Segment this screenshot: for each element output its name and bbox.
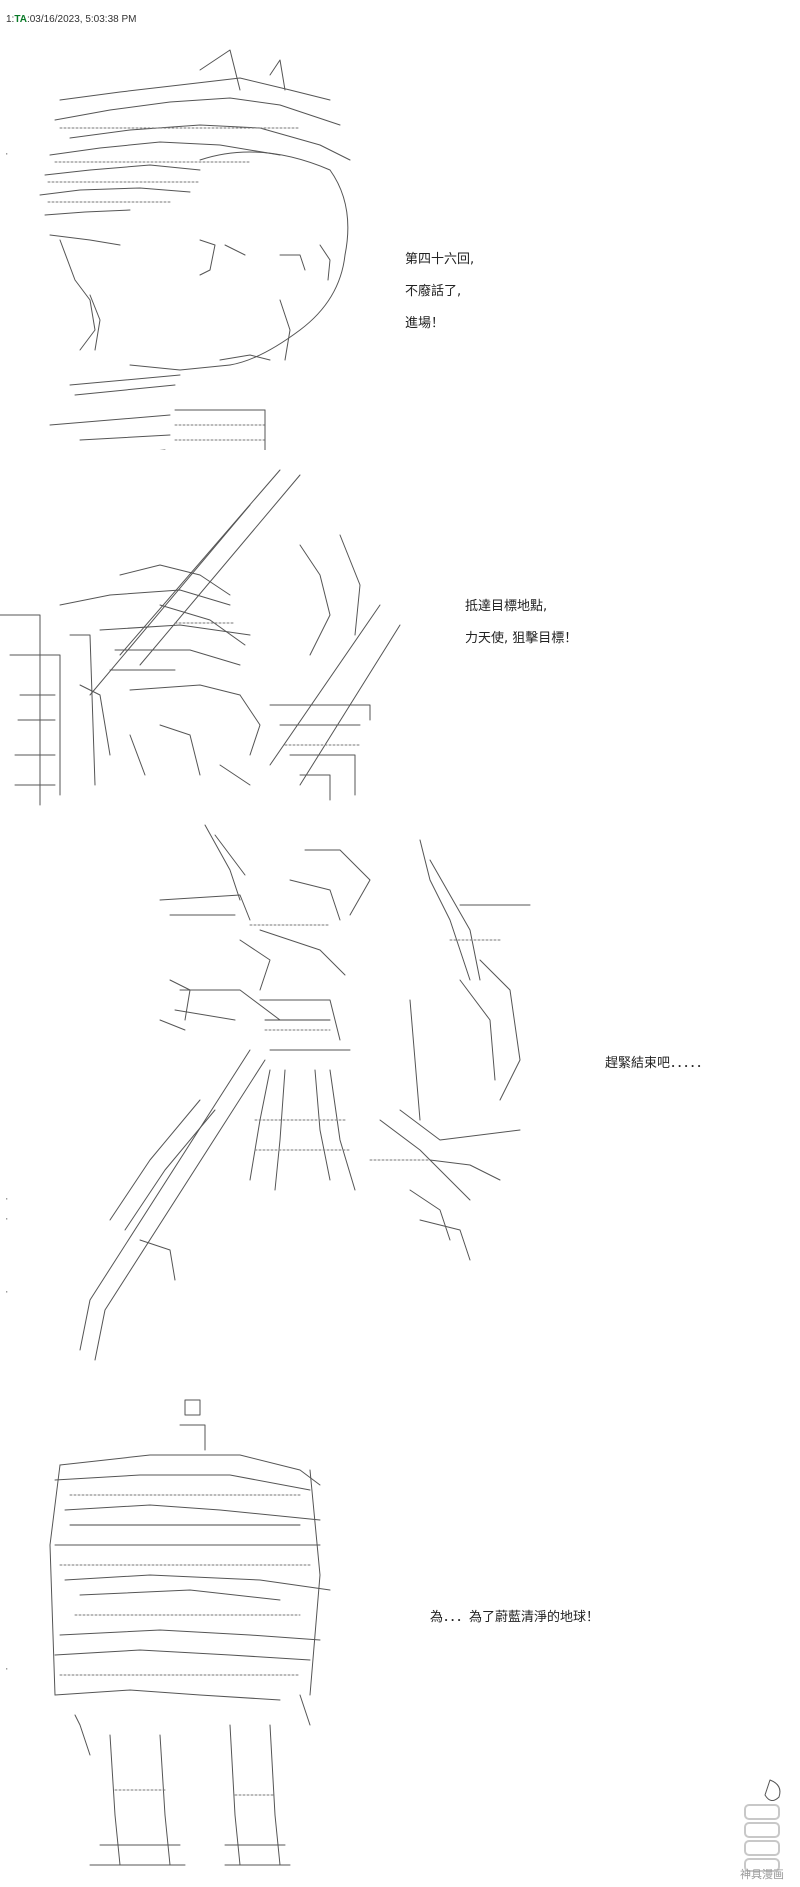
margin-mark: · <box>4 150 10 160</box>
watermark-caption: 神具漫画 <box>740 1868 784 1881</box>
margin-mark: · <box>4 1215 10 1225</box>
dmzj-logo-icon <box>744 1779 781 1872</box>
margin-mark: · <box>4 1665 10 1675</box>
dialogue-line: 為．．．為了蔚藍清淨的地球！ <box>430 1610 600 1625</box>
ascii-art-sniper-mecha <box>0 469 401 806</box>
dialogue-line: 進場！ <box>405 316 445 331</box>
panel-4: 為．．．為了蔚藍清淨的地球！ <box>0 1395 800 1885</box>
margin-mark: · <box>4 1288 10 1298</box>
dialogue-line: 抵達目標地點, <box>465 599 548 614</box>
post-timestamp: :03/16/2023, 5:03:38 PM <box>26 14 137 25</box>
ascii-art-standing-mecha <box>49 1399 331 1866</box>
dialogue-line: 不廢話了, <box>405 284 462 299</box>
post-header: 1:TA:03/16/2023, 5:03:38 PM <box>6 14 136 25</box>
dialogue-line: 力天使, 狙擊目標！ <box>465 631 578 646</box>
dialogue-line: 第四十六回, <box>405 252 475 267</box>
post-number: 1: <box>6 14 15 25</box>
panel-2: 抵達目標地點, 力天使, 狙擊目標！ <box>0 455 800 815</box>
dialogue-line: 趕緊結束吧．．．．． <box>605 1056 710 1071</box>
ascii-art-pilot <box>39 49 351 450</box>
panel-3: 趕緊結束吧．．．．． <box>0 820 800 1390</box>
poster-name[interactable]: TA <box>14 14 27 25</box>
margin-mark: · <box>4 1195 10 1205</box>
panel-1: 第四十六回, 不廢話了, 進場！ <box>0 30 800 450</box>
ascii-art-full-mecha <box>79 824 531 1361</box>
